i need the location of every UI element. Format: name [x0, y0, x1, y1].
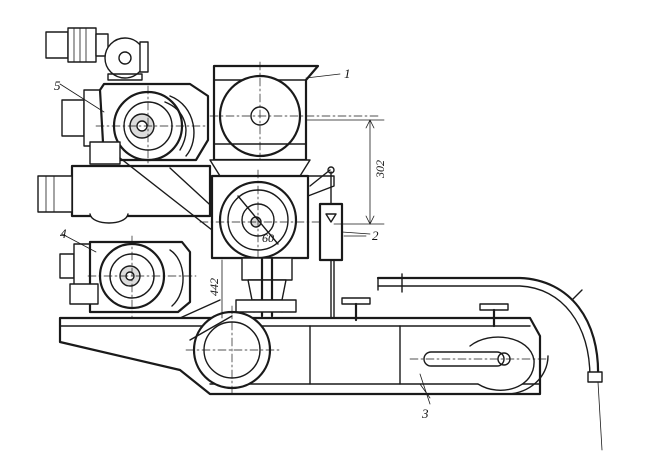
callout-5: 5: [54, 78, 61, 93]
conveyor-3: [58, 299, 549, 399]
drive-unit-4: [59, 233, 197, 319]
hopper-1: [209, 61, 381, 177]
dimension-302-label: 302: [373, 160, 387, 179]
callout-1: 1: [344, 66, 351, 81]
cutter-2: [318, 166, 367, 321]
dimension-302: [305, 119, 385, 225]
callout-4: 4: [60, 226, 67, 241]
callout-3: 3: [421, 406, 429, 421]
nozzle-die: [235, 256, 297, 318]
main-frame: [37, 157, 221, 231]
forming-roll: [199, 169, 335, 291]
discharge-chute: [376, 273, 603, 451]
dimension-442-label: 442: [207, 278, 221, 296]
adjusting-knobs: [341, 297, 509, 328]
dimension-60-label: 60: [262, 231, 274, 245]
callout-leaders: [305, 73, 431, 405]
gear-reducer-5: [59, 82, 210, 167]
upper-motor: [45, 27, 149, 81]
callout-2: 2: [372, 228, 379, 243]
